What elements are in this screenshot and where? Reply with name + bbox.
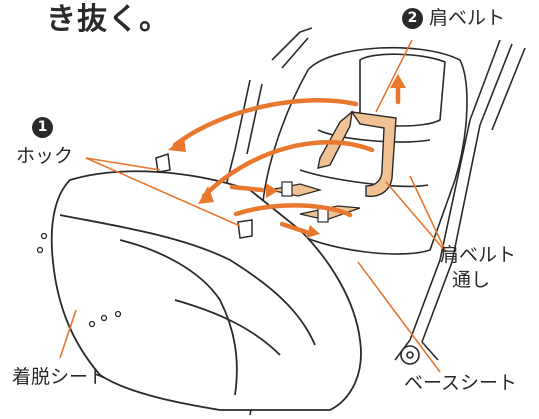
shoulder-belt-pass-label-line2: 通し (452, 269, 491, 291)
hook-label: ホック (16, 145, 74, 167)
shoulder-belt-number: 2 (402, 8, 423, 29)
removable-seat-label: 着脱シート (12, 366, 108, 388)
shoulder-belt-pass-label-line1: 肩ベルト (440, 244, 517, 266)
arrow-heads (168, 74, 406, 238)
hook-number: 1 (32, 117, 53, 138)
shoulder-belt-label: 肩ベルト (429, 7, 506, 29)
direction-arrows (172, 83, 401, 235)
hook-number-badge: 1 (32, 117, 59, 138)
leader-lines (59, 39, 447, 373)
removable-seat-cover (50, 170, 362, 411)
base-seat-label: ベースシート (404, 372, 518, 394)
hook-markers (155, 152, 253, 239)
shoulder-belt-callout: 2 肩ベルト (402, 7, 506, 30)
instruction-heading: き抜く。 (46, 2, 170, 37)
seat-holes (36, 232, 122, 328)
